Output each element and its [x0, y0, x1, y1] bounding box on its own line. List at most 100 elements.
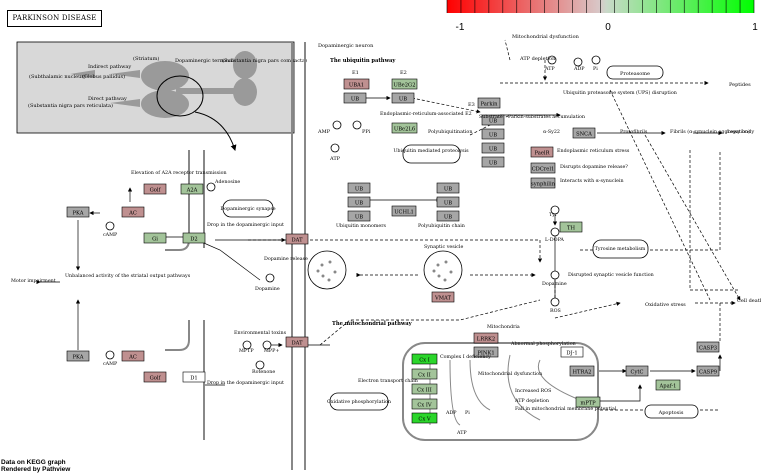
- gene-node-ub[interactable]: UB: [347, 210, 371, 222]
- gene-label: mPTP: [580, 400, 596, 406]
- gene-box: [391, 205, 417, 217]
- gene-node-d1[interactable]: D1: [182, 371, 206, 383]
- label-adenosine: Adenosine: [214, 179, 240, 185]
- gene-node-ub[interactable]: UB: [436, 182, 460, 194]
- gene-node-ub[interactable]: UB: [343, 92, 367, 104]
- gene-node-synphilin[interactable]: synphilin: [530, 177, 556, 189]
- mpp-circle: [262, 340, 272, 350]
- gene-node-ac[interactable]: AC: [121, 206, 145, 218]
- adenosine-circle: [206, 182, 216, 192]
- label-ubiq-proteolysis: Ubiquitin mediated proteolysis: [393, 148, 469, 154]
- gene-node-d2[interactable]: D2: [182, 232, 206, 244]
- gene-node-cxv[interactable]: Cx V: [411, 412, 438, 424]
- gene-box: [530, 146, 554, 158]
- gene-node-pink1[interactable]: PINK1: [473, 346, 499, 358]
- snpc-upper: [233, 51, 257, 79]
- gene-box: [625, 365, 649, 377]
- gene-label: PKA: [73, 210, 84, 216]
- label-interacts: Interacts with α-synuclein: [560, 178, 624, 184]
- gene-box: [411, 383, 438, 395]
- gene-node-apaf1[interactable]: Apaf-1: [655, 379, 681, 391]
- gene-node-dat[interactable]: DAT: [285, 336, 309, 348]
- gene-box: [143, 371, 167, 383]
- gene-node-pka[interactable]: PKA: [66, 350, 90, 362]
- gene-node-gi[interactable]: Gi: [143, 232, 167, 244]
- gene-node-cxii[interactable]: Cx II: [411, 368, 438, 380]
- label-E1: E1: [352, 70, 359, 76]
- gene-node-ub[interactable]: UB: [347, 182, 371, 194]
- gene-box: [347, 182, 371, 194]
- gene-node-ube2l[interactable]: UBe2L6: [391, 122, 418, 134]
- gene-node-uba1[interactable]: UBA1: [343, 78, 370, 90]
- gene-box: [696, 365, 720, 377]
- gene-node-golf[interactable]: Golf: [143, 183, 167, 195]
- gene-box: [473, 332, 499, 344]
- gene-box: [391, 122, 418, 134]
- gene-label: UB: [489, 118, 497, 124]
- gene-box: [180, 183, 204, 195]
- gene-box: [530, 177, 556, 189]
- label-tyrosine-met: Tyrosine metabolism: [595, 246, 646, 252]
- label-mito-dysfunction: Mitochondrial dysfunction: [478, 371, 542, 377]
- gene-label: UB: [444, 214, 452, 220]
- gene-node-htra2[interactable]: HTRA2: [569, 365, 595, 377]
- gene-node-cxi[interactable]: Cx I: [411, 353, 438, 365]
- gene-node-ub[interactable]: UB: [391, 92, 415, 104]
- label-lewy: Lewy body: [727, 129, 754, 135]
- gene-node-casp9[interactable]: CASP9: [696, 365, 720, 377]
- gene-node-dj1[interactable]: DJ-1: [560, 346, 584, 358]
- gene-node-ub[interactable]: UB: [481, 156, 505, 168]
- gene-label: UB: [444, 186, 452, 192]
- gene-box: [575, 396, 601, 408]
- gene-node-vmat[interactable]: VMAT: [431, 291, 455, 303]
- gene-node-th[interactable]: TH: [559, 221, 583, 233]
- gene-node-ube2g[interactable]: UBe2G2: [391, 78, 418, 90]
- gene-node-ub[interactable]: UB: [347, 196, 371, 208]
- gene-node-ac[interactable]: AC: [121, 350, 145, 362]
- gene-node-mptp[interactable]: mPTP: [575, 396, 601, 408]
- gene-node-parkin[interactable]: Parkin: [477, 97, 501, 109]
- gene-node-snca[interactable]: SNCA: [572, 127, 596, 139]
- gene-node-pael[interactable]: PaelR: [530, 146, 554, 158]
- basal-ganglia-inset: Indirect pathway Direct pathway (Striatu…: [16, 41, 307, 151]
- gene-box: [473, 346, 499, 358]
- gene-node-ub[interactable]: UB: [436, 210, 460, 222]
- gene-node-cdcrel[interactable]: CDCrel1: [530, 162, 556, 174]
- label-oxphos: Oxidative phosphorylation: [327, 399, 391, 405]
- label-mito-pathway: The mitochondrial pathway: [332, 321, 413, 327]
- gene-label: Cx IV: [417, 402, 432, 408]
- gene-node-pka[interactable]: PKA: [66, 206, 90, 218]
- gene-box: [411, 353, 438, 365]
- gene-label: UB: [355, 186, 363, 192]
- gene-node-ub[interactable]: UB: [481, 128, 505, 140]
- label-pi: Pi: [465, 410, 470, 416]
- gene-box: [182, 232, 206, 244]
- gene-label: Cx I: [419, 357, 430, 363]
- gene-label: A2A: [186, 187, 198, 193]
- gene-node-golf[interactable]: Golf: [143, 371, 167, 383]
- gene-node-uchl1[interactable]: UCHL1: [391, 205, 417, 217]
- gene-label: UB: [489, 160, 497, 166]
- label-drop-input: Drop in the dopaminergic input: [207, 222, 284, 228]
- gene-box: [560, 346, 584, 358]
- gene-label: DAT: [291, 237, 303, 243]
- ros-circle: [550, 297, 560, 307]
- camp-circle-lower: [105, 350, 115, 360]
- label-cell-death: Cell death: [737, 298, 761, 304]
- gene-node-lrrk2[interactable]: LRRK2: [473, 332, 499, 344]
- gene-node-dat[interactable]: DAT: [285, 233, 309, 245]
- gene-node-cxiv[interactable]: Cx IV: [411, 398, 438, 410]
- legend-tick-zero: 0: [605, 22, 611, 33]
- gene-box: [655, 379, 681, 391]
- gene-node-a2a[interactable]: A2A: [180, 183, 204, 195]
- gene-node-cxiii[interactable]: Cx III: [411, 383, 438, 395]
- gene-label: Gi: [152, 236, 158, 242]
- gene-label: UB: [444, 200, 452, 206]
- gene-node-ub[interactable]: UB: [436, 196, 460, 208]
- gene-box: [481, 114, 505, 126]
- gene-node-ub[interactable]: UB: [481, 142, 505, 154]
- label-er-stress: Endoplasmic reticulum stress: [557, 148, 630, 154]
- gene-node-ub[interactable]: UB: [481, 114, 505, 126]
- gene-node-cytc[interactable]: CytC: [625, 365, 649, 377]
- gene-node-casp3[interactable]: CASP3: [696, 341, 720, 353]
